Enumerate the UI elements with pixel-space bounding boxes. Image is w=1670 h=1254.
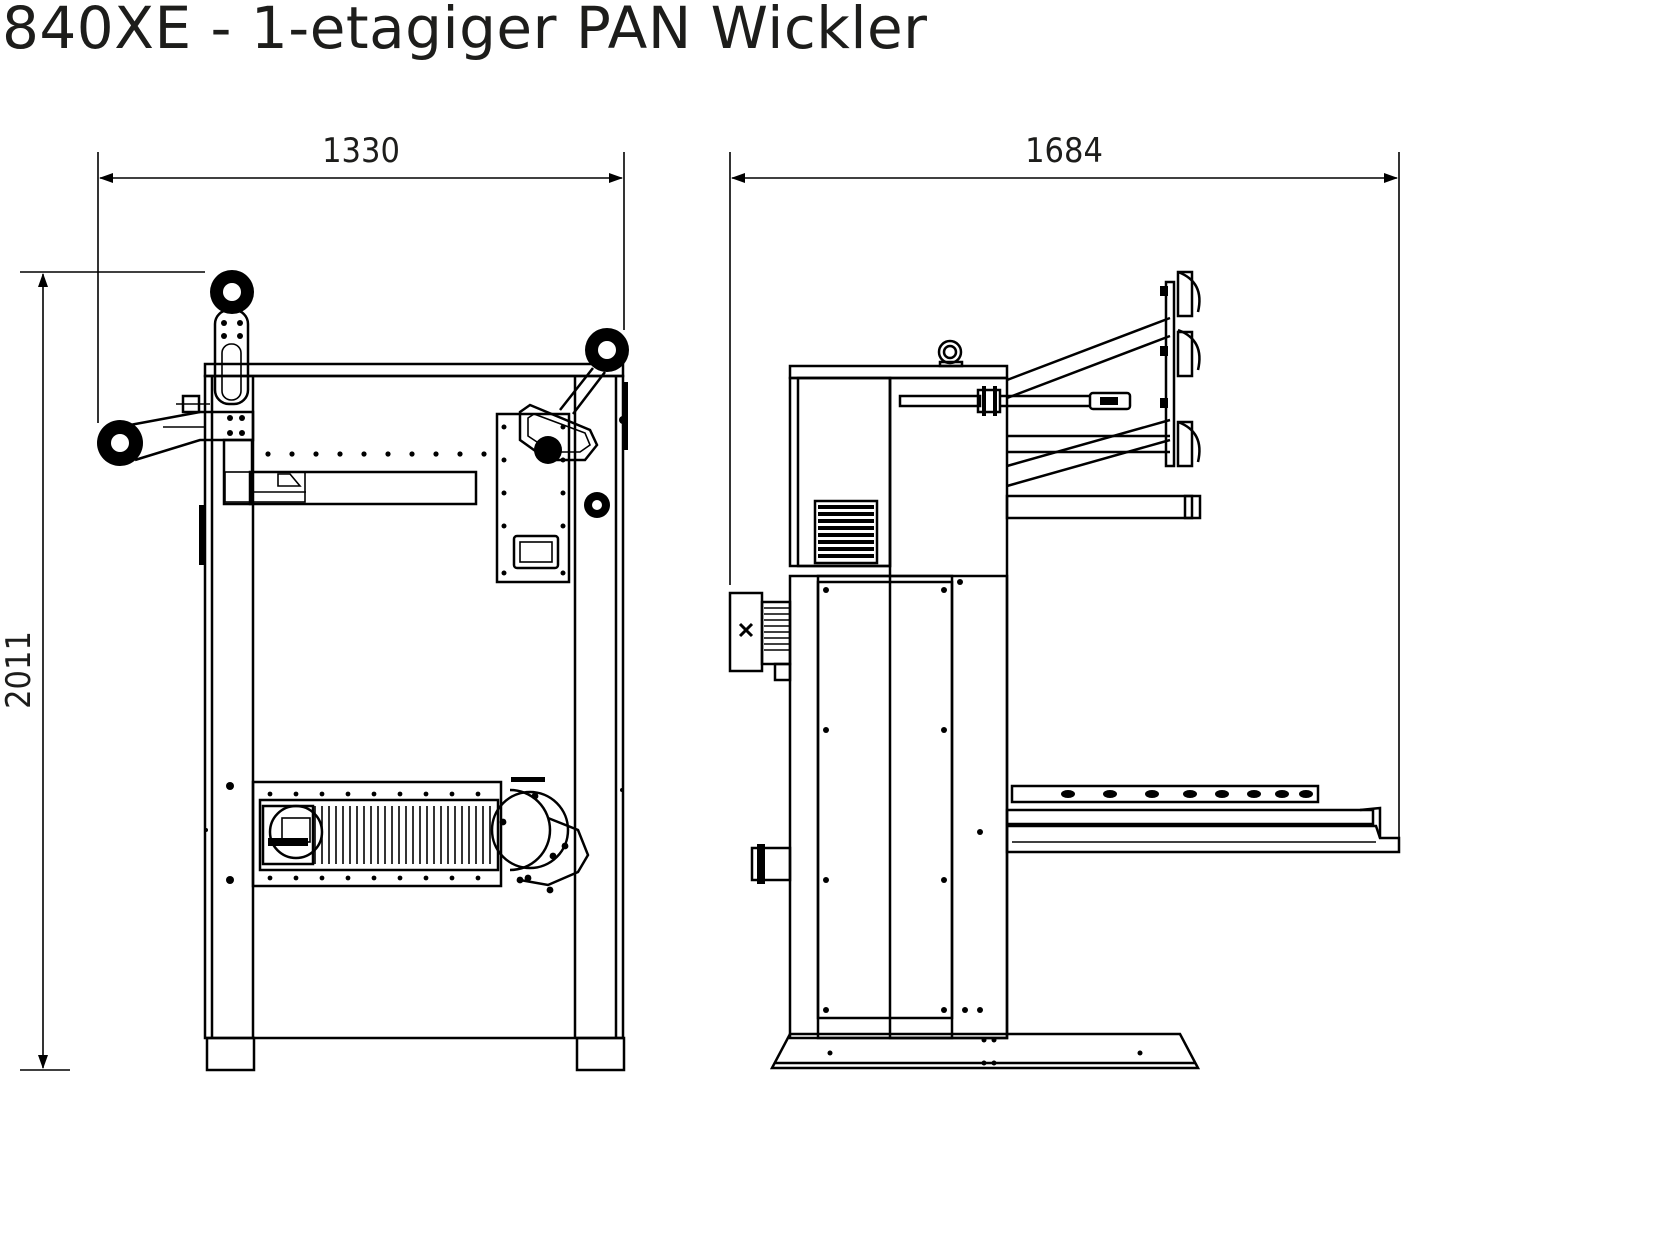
dimension-depth-label: 1684 (1025, 131, 1103, 171)
dimension-width: 1330 (97, 131, 625, 423)
drawing-title: 840XE - 1-etagiger PAN Wickler (2, 0, 928, 62)
dimension-height: 2011 (0, 271, 205, 1071)
dimension-width-label: 1330 (322, 131, 400, 171)
dimension-depth: 1684 (729, 131, 1400, 838)
side-view (728, 270, 1401, 1070)
dimension-height-label: 2011 (0, 631, 39, 709)
front-view (97, 270, 629, 1072)
